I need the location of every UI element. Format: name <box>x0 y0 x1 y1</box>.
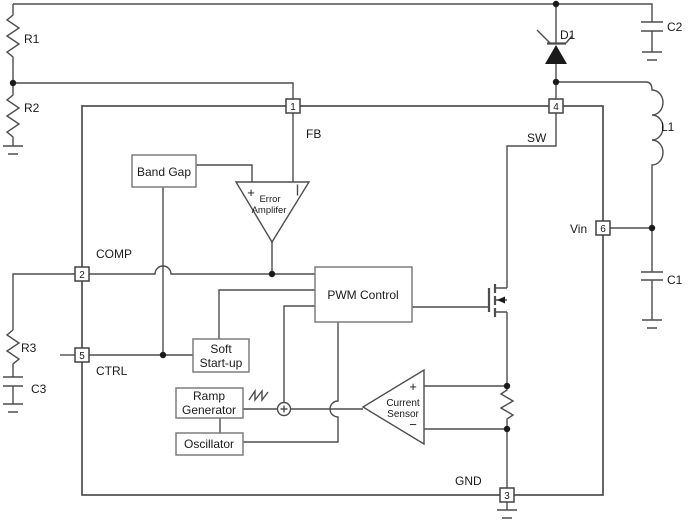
resistor-r2 <box>5 83 21 146</box>
soft-startup-label-line1: Soft <box>210 342 232 356</box>
ramp-generator-label-line1: Ramp <box>193 389 225 403</box>
capacitor-c3 <box>3 376 23 387</box>
block-soft-startup: Soft Start-up <box>192 338 250 373</box>
soft-startup-label-line2: Start-up <box>200 356 243 370</box>
resistor-r3 <box>5 329 21 377</box>
ground-symbol-gnd-pin <box>497 509 517 519</box>
capacitor-c1 <box>641 228 663 320</box>
label-pin-comp: COMP <box>96 247 132 261</box>
pin-1-fb: 1 <box>285 98 301 114</box>
pin-4-number: 4 <box>553 102 559 113</box>
diode-d1 <box>536 29 573 64</box>
current-sensor-minus-marker: − <box>409 417 417 432</box>
oscillator-label: Oscillator <box>184 437 234 451</box>
block-ramp-generator: Ramp Generator <box>175 387 244 419</box>
label-d1: D1 <box>560 28 576 42</box>
wire-feedback-divider <box>13 82 294 99</box>
current-sensor: + − Current Sensor <box>361 368 425 446</box>
wire-softstart-to-pwm <box>218 289 315 339</box>
inductor-l1 <box>556 81 664 228</box>
label-r3: R3 <box>21 341 37 355</box>
current-sensor-plus-marker: + <box>409 379 417 394</box>
pin-6-number: 6 <box>600 224 606 235</box>
error-amplifier: + Error Amplifer <box>234 181 311 244</box>
ic-boundary-box <box>81 105 604 496</box>
pin-2-number: 2 <box>79 270 85 281</box>
wire-output-rail <box>13 3 653 22</box>
pin-2-comp: 2 <box>74 266 90 282</box>
label-c1: C1 <box>667 273 683 287</box>
label-pin-vin: Vin <box>570 222 587 236</box>
ground-symbol-c2 <box>642 51 662 61</box>
resistor-current-sense <box>499 386 515 429</box>
error-amp-label-line2: Amplifer <box>252 205 287 216</box>
junction-dots <box>9 0 656 433</box>
block-pwm-control: PWM Control <box>314 266 413 323</box>
wire-bandgap-to-error-amp <box>196 164 253 182</box>
pwm-control-label: PWM Control <box>327 288 398 302</box>
resistor-r1 <box>5 4 21 83</box>
ground-symbol-c1 <box>642 319 662 329</box>
pin-5-number: 5 <box>79 351 85 362</box>
ground-symbol-r2 <box>3 145 23 155</box>
label-c2: C2 <box>667 20 683 34</box>
label-pin-ctrl: CTRL <box>96 364 128 378</box>
label-pin-sw: SW <box>527 131 547 145</box>
current-sensor-label-line1: Current <box>386 398 420 409</box>
wire-oscillator-to-pwm-with-hop <box>243 322 339 443</box>
capacitor-c2 <box>641 21 663 52</box>
current-sensor-label-line2: Sensor <box>387 409 419 420</box>
label-c3: C3 <box>31 382 47 396</box>
wire-comp-internal-with-hop <box>89 265 315 275</box>
wire-comp-external <box>12 273 75 330</box>
sawtooth-waveform-icon <box>248 388 269 403</box>
ground-symbol-c3 <box>3 403 23 413</box>
pin-3-gnd: 3 <box>499 487 515 503</box>
pin-5-ctrl: 5 <box>74 347 90 363</box>
pin-1-number: 1 <box>290 102 296 113</box>
pin-3-number: 3 <box>504 491 510 502</box>
wire-summing-to-pwm <box>283 305 315 403</box>
mosfet-switch <box>487 284 507 317</box>
block-oscillator: Oscillator <box>175 432 244 456</box>
error-amp-plus-marker: + <box>247 185 255 200</box>
summing-junction <box>276 401 292 417</box>
pin-6-vin: 6 <box>595 220 611 236</box>
pin-4-sw: 4 <box>548 98 564 114</box>
label-l1: L1 <box>661 120 675 134</box>
error-amp-label-line1: Error <box>259 194 280 205</box>
wire-sw-to-drain <box>506 113 557 288</box>
block-band-gap: Band Gap <box>131 154 197 188</box>
summing-plus-icon <box>280 405 288 413</box>
label-r1: R1 <box>24 32 40 46</box>
label-r2: R2 <box>24 101 40 115</box>
label-pin-gnd: GND <box>455 474 482 488</box>
mosfet-body-arrow-icon <box>497 296 505 304</box>
ramp-generator-label-line2: Generator <box>182 403 236 417</box>
band-gap-label: Band Gap <box>137 165 191 179</box>
label-pin-fb: FB <box>306 127 321 141</box>
